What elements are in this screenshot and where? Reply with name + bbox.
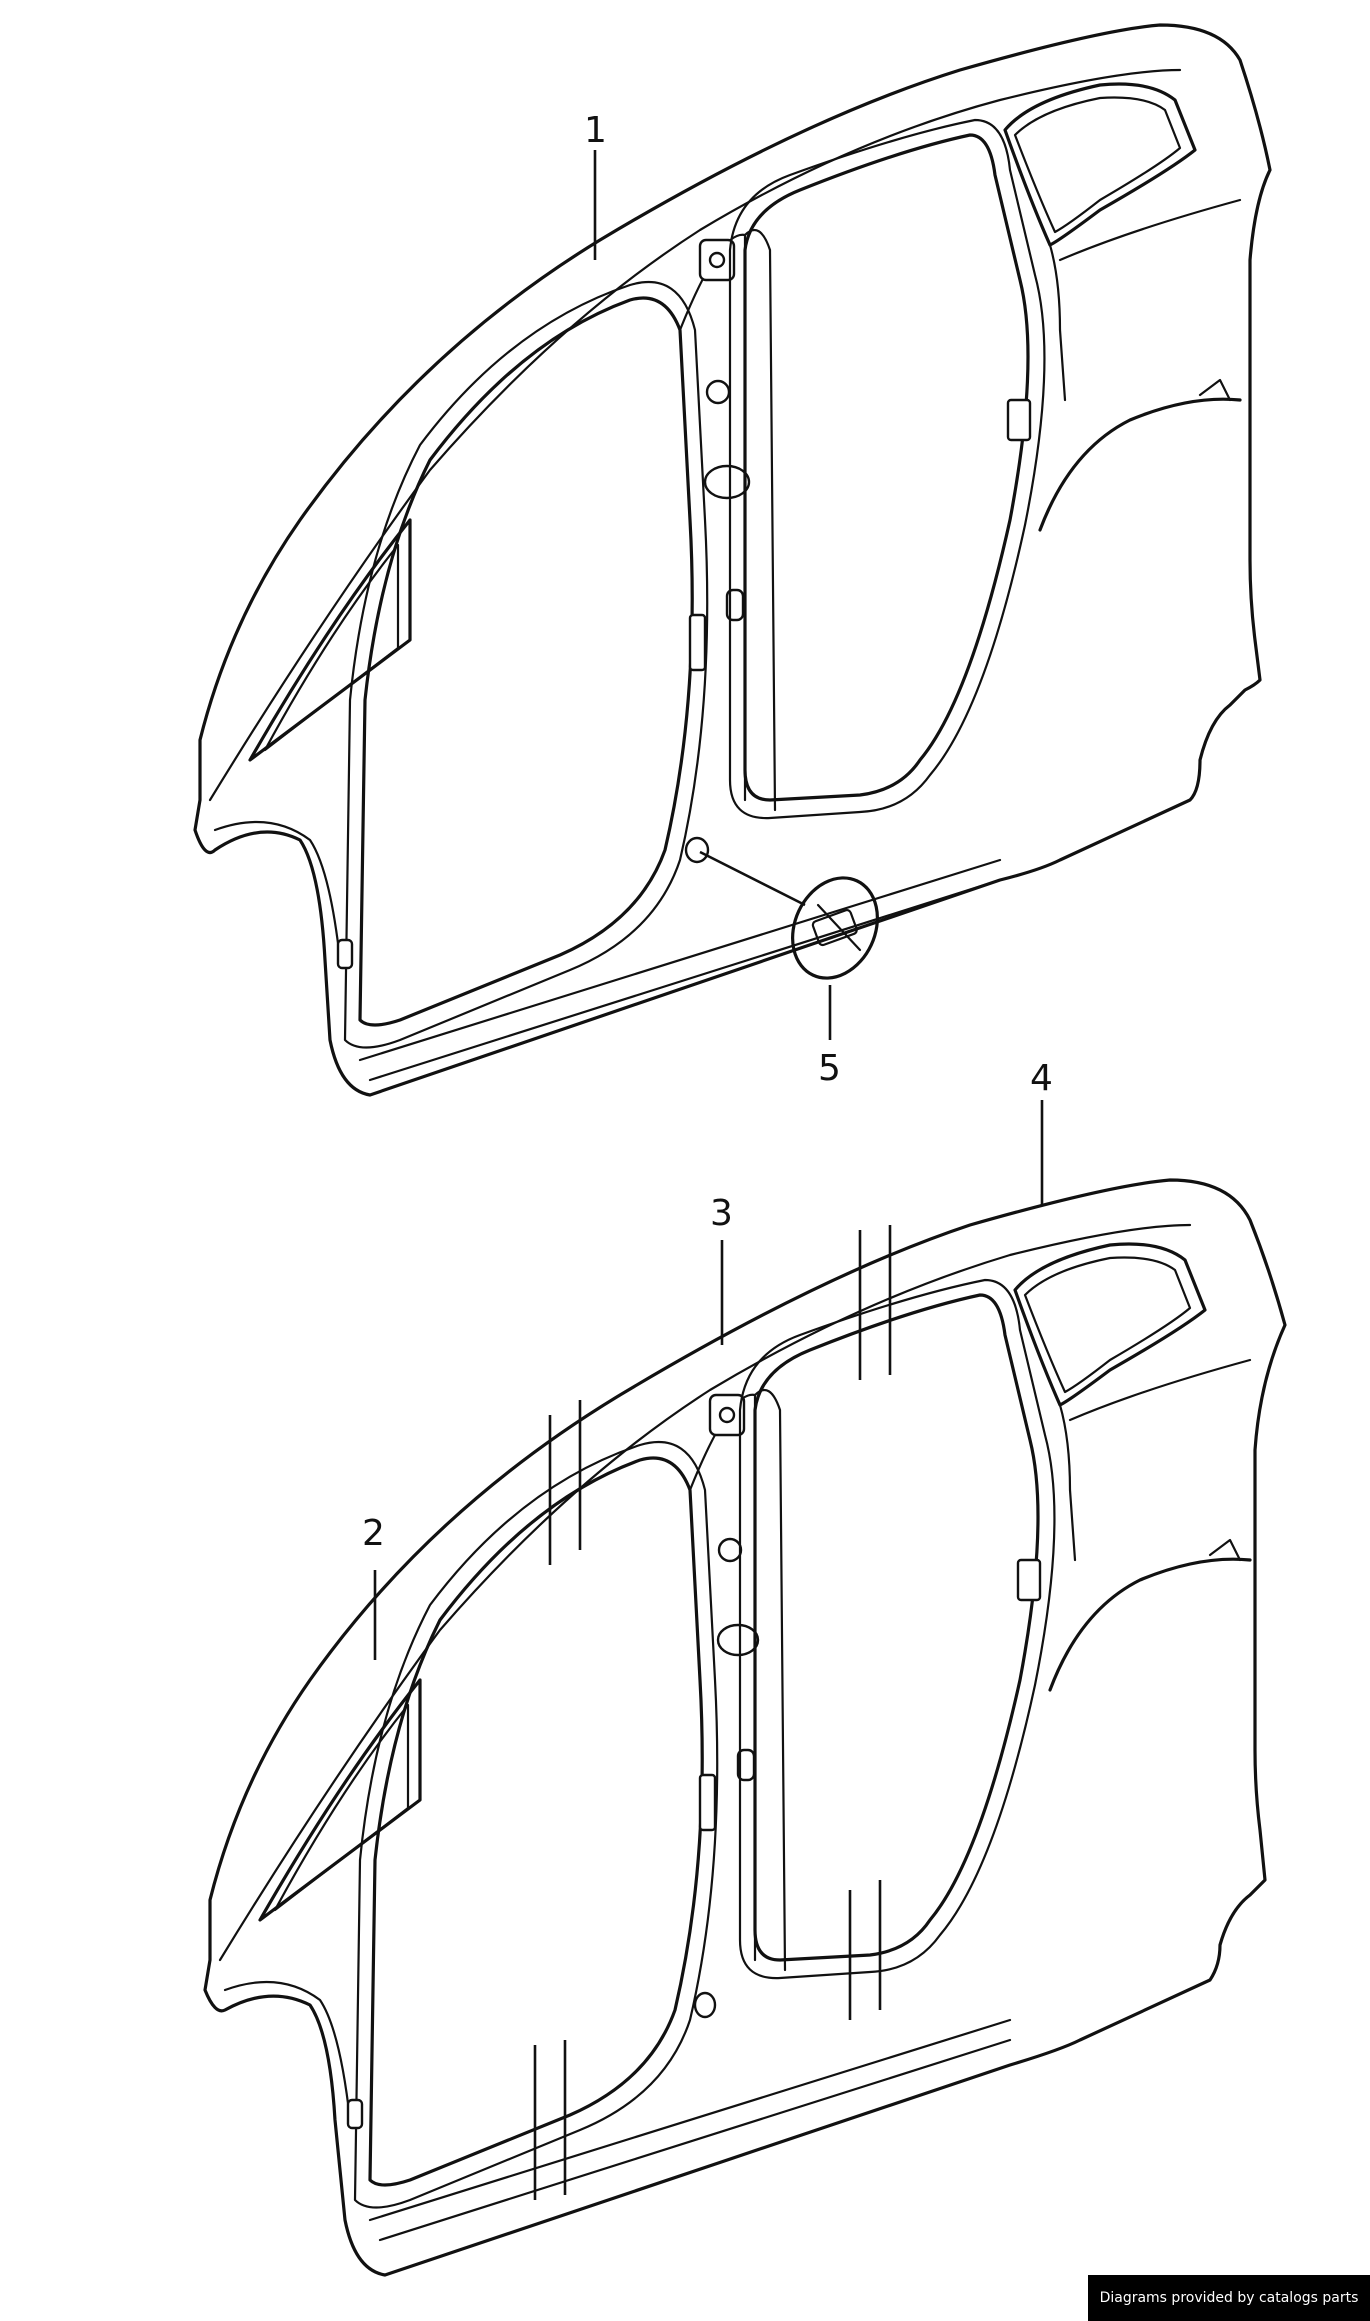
callout-3: 3 — [710, 1193, 733, 1234]
callout-1: 1 — [584, 110, 607, 151]
callout-2: 2 — [362, 1513, 385, 1554]
side-panel-bottom — [203, 1178, 1287, 2277]
side-panel-top — [193, 23, 1272, 1097]
callout-5: 5 — [818, 1048, 841, 1089]
callout-4: 4 — [1030, 1058, 1053, 1099]
watermark-label: Diagrams provided by catalogs parts — [1088, 2275, 1370, 2321]
plug-part-5 — [699, 850, 879, 1040]
